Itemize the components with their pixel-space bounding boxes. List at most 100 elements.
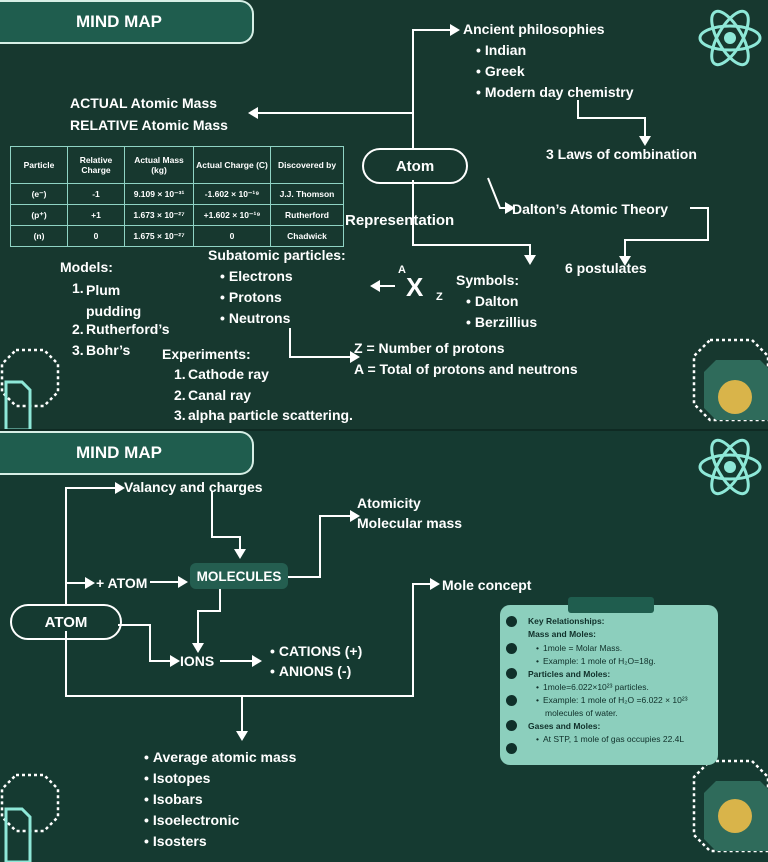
table-header: Particle [10,146,68,184]
mind-map-panel-atom-structure: MIND MAP [0,0,768,431]
banner-title: MIND MAP [76,12,162,31]
bullet-dot [506,695,517,706]
experiment-number: 3. [174,407,186,423]
list-item: Average atomic mass [144,749,296,765]
table-cell: -1 [67,183,125,205]
actual-mass-label: ACTUAL Atomic Mass [70,95,218,111]
model-item: Plum pudding [86,282,142,319]
philosophies-title: Ancient philosophies [463,21,605,37]
molecules-label: MOLECULES [196,568,282,584]
symbols-title: Symbols: [456,272,520,288]
philosophy-item: Indian [476,42,526,58]
list-item: Isosters [144,833,207,849]
anions-label: ANIONS (-) [270,663,351,679]
bullet-dot [506,668,517,679]
molecules-node: MOLECULES [190,563,288,589]
atom-node: ATOM [10,604,122,640]
atomicity-label: Atomicity [357,495,421,511]
bullet-dot [506,616,517,627]
atom-label: Atom [395,157,435,175]
a-definition: A = Total of protons and neutrons [354,361,578,377]
panel-divider [0,429,768,432]
model-number: 3. [72,342,84,358]
table-cell: 1.675 × 10⁻²⁷ [124,225,194,247]
card-subheading: Mass and Moles: [528,629,597,639]
table-cell: +1.602 × 10⁻¹⁹ [193,204,271,226]
table-cell: 0 [193,225,271,247]
subatomic-title: Subatomic particles: [208,247,346,263]
experiment-number: 2. [174,387,186,403]
philosophy-item: Modern day chemistry [476,84,634,100]
logo-badge-icon [718,799,752,833]
card-line: Example: 1 mole of H₂O=18g. [536,656,656,666]
table-cell: -1.602 × 10⁻¹⁹ [193,183,271,205]
table-row: (p⁺) +1 1.673 × 10⁻²⁷ +1.602 × 10⁻¹⁹ Rut… [10,204,344,226]
table-cell: (e⁻) [10,183,68,205]
experiments-title: Experiments: [162,346,251,362]
subatomic-item: Electrons [220,268,293,284]
table-cell: (n) [10,225,68,247]
experiment-number: 1. [174,366,186,382]
model-item: Bohr’s [86,342,131,358]
model-number: 1. [72,280,84,296]
list-item: Isoelectronic [144,812,239,828]
list-item: Isotopes [144,770,211,786]
symbols-item: Berzillius [466,314,537,330]
mind-map-banner: MIND MAP [0,431,254,475]
table-cell: 0 [67,225,125,247]
table-row: (n) 0 1.675 × 10⁻²⁷ 0 Chadwick [10,225,344,247]
atom-label: ATOM [44,613,88,631]
dalton-theory: Dalton’s Atomic Theory [512,201,669,217]
card-subheading: Gases and Moles: [528,721,601,731]
models-title: Models: [60,259,113,275]
table-cell: Chadwick [270,225,344,247]
bullet-dot [506,743,517,754]
philosophy-item: Greek [476,63,525,79]
experiment-item: alpha particle scattering. [188,407,353,423]
experiment-item: Cathode ray [188,366,269,382]
card-subheading: Particles and Moles: [528,669,611,679]
symbol-mass-number: A [398,264,406,276]
table-cell: +1 [67,204,125,226]
model-item: Rutherford’s [86,321,170,337]
bullet-dot [506,643,517,654]
table-header-row: Particle Relative Charge Actual Mass (kg… [10,146,344,184]
molecular-mass-label: Molecular mass [357,515,463,531]
symbol-x: X [406,272,424,302]
banner-title: MIND MAP [76,443,162,462]
ions-label: IONS [180,653,215,669]
experiment-item: Canal ray [188,387,252,403]
card-line: Example: 1 mole of H₂O =6.022 × 10²³ [536,695,688,705]
atom-node: Atom [362,148,468,184]
table-row: (e⁻) -1 9.109 × 10⁻³¹ -1.602 × 10⁻¹⁹ J.J… [10,183,344,205]
representation-label: Representation [345,212,455,229]
table-cell: J.J. Thomson [270,183,344,205]
table-header: Actual Mass (kg) [124,146,194,184]
table-cell: 1.673 × 10⁻²⁷ [124,204,194,226]
symbols-item: Dalton [466,293,519,309]
symbol-atomic-number: Z [436,291,443,303]
relative-mass-label: RELATIVE Atomic Mass [70,117,228,133]
bullet-dot [506,720,517,731]
card-tab [568,597,654,613]
card-line: 1mole = Molar Mass. [536,643,622,653]
card-line: molecules of water. [545,708,618,718]
z-definition: Z = Number of protons [354,340,505,356]
table-cell: (p⁺) [10,204,68,226]
model-number: 2. [72,321,84,337]
plus-atom-label: + ATOM [96,575,148,591]
card-heading: Key Relationships: [528,616,605,626]
table-header: Relative Charge [67,146,125,184]
cations-label: CATIONS (+) [270,643,362,659]
table-cell: 9.109 × 10⁻³¹ [124,183,194,205]
laws-of-combination: 3 Laws of combination [546,146,697,162]
postulates: 6 postulates [565,260,647,276]
logo-badge-icon [718,380,752,414]
particle-table: Particle Relative Charge Actual Mass (kg… [10,146,344,247]
valancy-label: Valancy and charges [124,479,263,495]
subatomic-item: Neutrons [220,310,290,326]
card-line: 1mole=6.022×10²³ particles. [536,682,649,692]
list-item: Isobars [144,791,203,807]
table-header: Actual Charge (C) [193,146,271,184]
card-line: At STP, 1 mole of gas occupies 22.4L [536,734,684,744]
